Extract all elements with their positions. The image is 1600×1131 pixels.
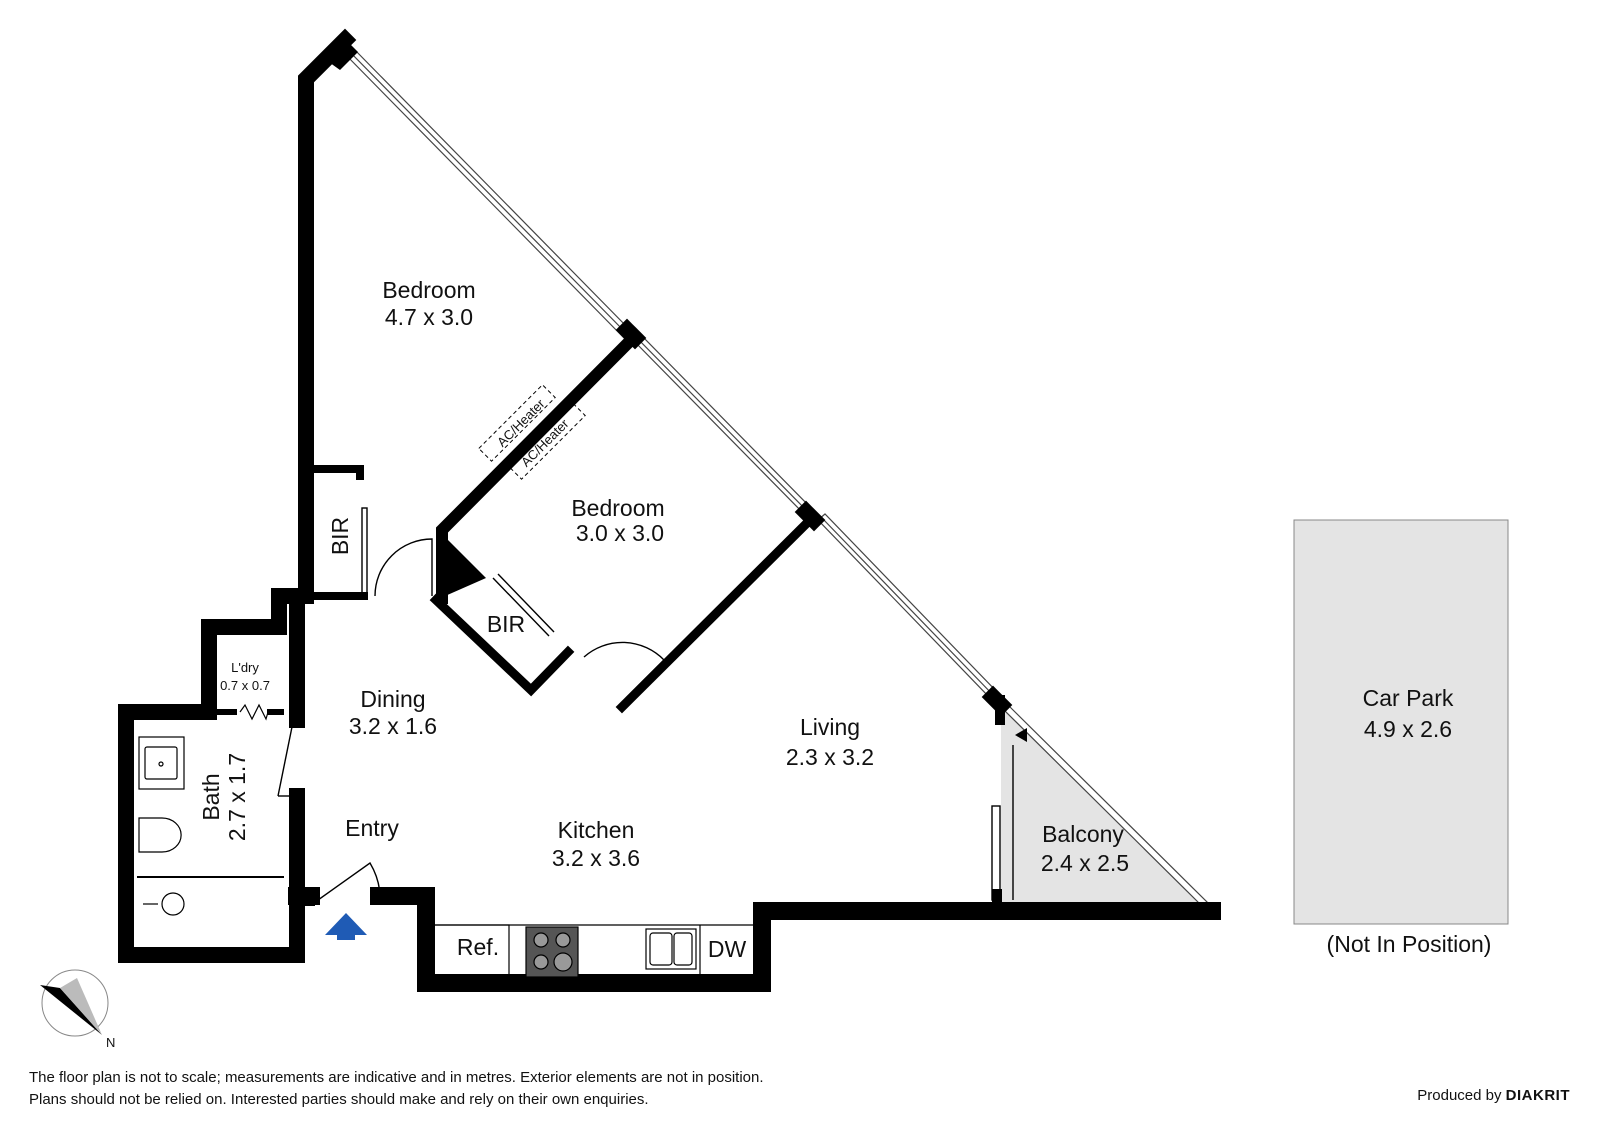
wall-bedroom-divider [436,331,640,604]
compass-needle-icon [40,985,102,1035]
car-park-note: (Not In Position) [1327,931,1492,957]
basin-tap [158,761,164,767]
wall-bir-second [429,593,575,697]
door-bir-second-slider [492,577,550,637]
window-pane-line [346,48,629,336]
living-size: 2.3 x 3.2 [786,744,874,770]
vanity [138,736,185,790]
door-bir-second-slider-2 [497,573,555,633]
ac-heater-1-box [478,384,556,462]
window-pane-line [820,516,996,698]
wall-bir-main [302,465,364,480]
door-bedroom-main [374,538,433,597]
fridge-box [433,924,510,978]
door-bedroom-second [583,641,665,699]
cooktop [525,926,579,978]
compass-circle [41,969,109,1037]
sink-bowl-2 [673,932,693,966]
sink-bowl-1 [649,932,673,966]
bedroom-second-name: Bedroom [571,495,664,521]
disclaimer-line-1: The floor plan is not to scale; measurem… [29,1069,764,1086]
basin [144,746,178,780]
wall-bedroom-west [298,28,357,604]
balcony-name: Balcony [1042,821,1124,847]
balcony-arrow-icon [1015,728,1027,742]
car-park-name: Car Park [1363,685,1454,711]
laundry-zigzag [239,703,269,721]
laundry-size: 0.7 x 0.7 [220,678,270,693]
compass: N [40,969,115,1050]
shower-drain-icon [161,892,185,916]
credit-prefix: Produced by [1417,1087,1502,1104]
windows [342,45,1209,908]
bath-name: Bath [198,773,224,820]
balcony-size: 2.4 x 2.5 [1041,850,1129,876]
living-name: Living [800,714,860,740]
bir-second-label: BIR [487,611,525,637]
wall-south-east [370,887,1221,992]
wall-bedroom2-living [615,513,817,714]
compass-needle-light [60,978,102,1035]
dining-name: Dining [360,686,425,712]
disclaimer-line-2: Plans should not be relied on. Intereste… [29,1091,649,1108]
car-park-area [1293,519,1509,925]
doors [277,507,1014,906]
sink-icon [645,928,697,970]
dining-size: 3.2 x 1.6 [349,713,437,739]
entry-name: Entry [345,815,399,841]
burner-3-icon [533,954,549,970]
wall-top-corner [326,40,358,70]
car-park-size: 4.9 x 2.6 [1364,716,1452,742]
burner-2-icon [555,932,571,948]
door-bath [277,721,294,797]
kitchen-size: 3.2 x 3.6 [552,845,640,871]
entry-arrow-icon [325,913,367,940]
kitchen-fixtures [433,924,756,978]
bedroom-main-size: 4.7 x 3.0 [385,304,473,330]
bath-size: 2.7 x 1.7 [224,753,250,841]
burner-1-icon [533,932,549,948]
bedroom-second-size: 3.0 x 3.0 [576,520,664,546]
dishwasher-label: DW [708,936,747,962]
bir-main-label: BIR [327,517,353,555]
producer-credit: Produced by DIAKRIT [1417,1087,1570,1104]
window-pane-line [634,335,812,516]
burner-4-icon [553,952,573,972]
compass-north-label: N [106,1035,115,1050]
door-bir-main-slider [361,507,368,595]
door-balcony-slider [991,805,1001,901]
door-entry [310,861,381,906]
wall-corner-fill [436,528,486,600]
laundry-name: L'dry [231,660,259,675]
wall-dining-west [118,588,305,963]
toilet-icon [138,817,182,853]
fridge-label: Ref. [457,934,499,960]
kitchen-name: Kitchen [558,817,635,843]
credit-brand-logo: DIAKRIT [1505,1087,1570,1104]
bedroom-main-name: Bedroom [382,277,475,303]
bath-fixtures [138,736,185,916]
disclaimer: The floor plan is not to scale; measurem… [29,1067,764,1111]
